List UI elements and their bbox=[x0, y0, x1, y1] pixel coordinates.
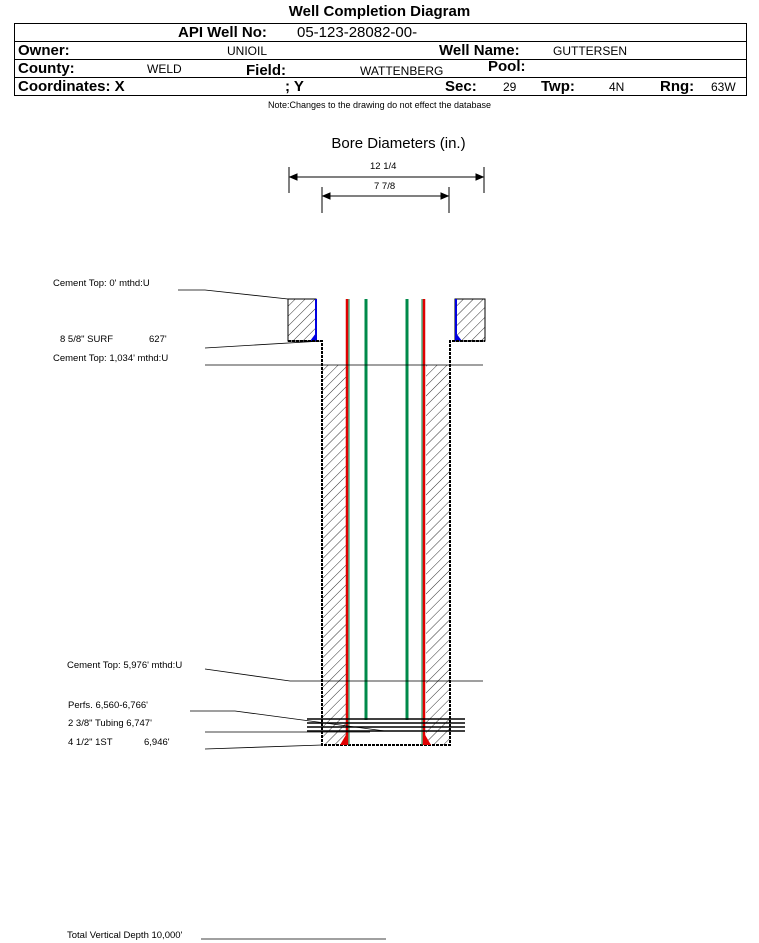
twp-label: Twp: bbox=[541, 78, 575, 95]
twp-value: 4N bbox=[609, 80, 625, 94]
leader-lines bbox=[178, 289, 483, 940]
surface-cement-left bbox=[287, 298, 317, 342]
api-label: API Well No: bbox=[178, 24, 267, 41]
field-value: WATTENBERG bbox=[360, 64, 444, 78]
production-cement-left bbox=[322, 365, 346, 745]
prod-casing-label: 4 1/2" 1ST bbox=[68, 737, 113, 748]
bore-inner-label: 7 7/8 bbox=[374, 181, 396, 192]
production-cement-right bbox=[426, 365, 450, 745]
perforations bbox=[307, 718, 465, 732]
county-label: County: bbox=[18, 60, 75, 77]
api-value: 05-123-28082-00- bbox=[297, 24, 418, 41]
bore-dimension-outer bbox=[288, 167, 485, 213]
header-table: API Well No: 05-123-28082-00- Owner: UNI… bbox=[14, 23, 747, 96]
borehole-outline bbox=[288, 340, 485, 746]
surf-casing-depth: 627' bbox=[149, 334, 167, 345]
sec-value: 29 bbox=[503, 80, 517, 94]
rng-label: Rng: bbox=[660, 78, 695, 95]
tubing-label: 2 3/8" Tubing 6,747' bbox=[68, 718, 152, 729]
bore-title: Bore Diameters (in.) bbox=[331, 135, 466, 152]
cement-top-1: Cement Top: 0' mthd:U bbox=[53, 278, 150, 289]
well-name-label: Well Name: bbox=[439, 42, 520, 59]
surface-cement-right bbox=[454, 298, 486, 342]
well-name-value: GUTTERSEN bbox=[553, 44, 628, 58]
bore-outer-label: 12 1/4 bbox=[370, 161, 397, 172]
coord-x-label: Coordinates: X bbox=[18, 78, 125, 95]
prod-casing-depth: 6,946' bbox=[144, 737, 170, 748]
cement-top-3: Cement Top: 5,976' mthd:U bbox=[67, 660, 183, 671]
perfs-label: Perfs. 6,560-6,766' bbox=[68, 700, 148, 711]
cement-top-2: Cement Top: 1,034' mthd:U bbox=[53, 353, 169, 364]
coord-y-label: ; Y bbox=[285, 78, 304, 95]
pool-label: Pool: bbox=[488, 58, 526, 75]
county-value: WELD bbox=[147, 62, 182, 76]
owner-label: Owner: bbox=[18, 42, 70, 59]
field-label: Field: bbox=[246, 62, 286, 79]
surf-casing-label: 8 5/8" SURF bbox=[60, 334, 114, 345]
sec-label: Sec: bbox=[445, 78, 477, 95]
page-title: Well Completion Diagram bbox=[288, 3, 471, 20]
rng-value: 63W bbox=[711, 80, 736, 94]
tvd-label: Total Vertical Depth 10,000' bbox=[67, 930, 183, 941]
owner-value: UNIOIL bbox=[227, 44, 268, 58]
note: Note:Changes to the drawing do not effec… bbox=[268, 100, 491, 110]
